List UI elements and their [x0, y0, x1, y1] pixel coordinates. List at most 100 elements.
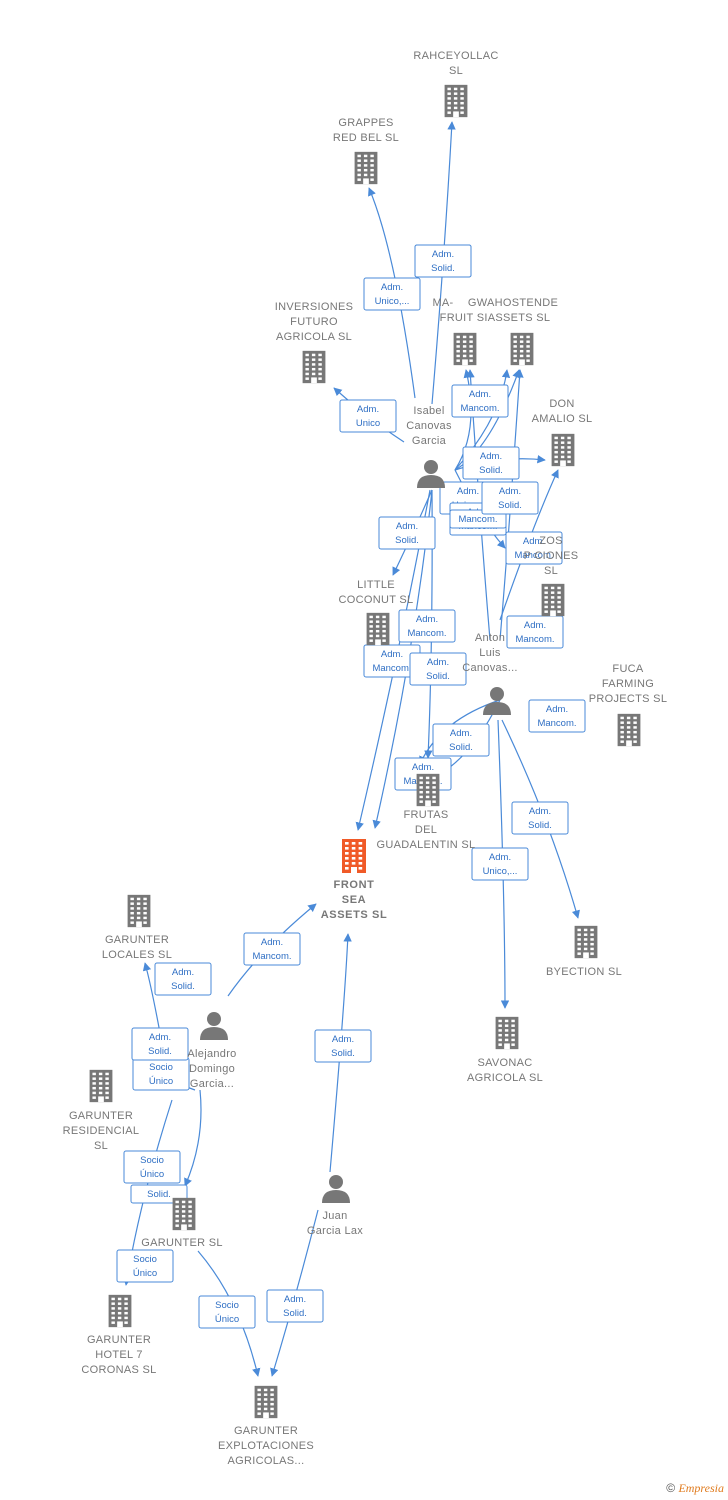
building-window: [270, 1388, 274, 1392]
building-window: [462, 345, 467, 348]
edge-label-box: [432, 723, 490, 757]
building-window: [363, 154, 368, 158]
building-window: [357, 168, 361, 172]
building-window: [462, 349, 467, 353]
edge-label-text: Solid.: [528, 820, 552, 831]
building-window: [504, 1019, 509, 1023]
building-door: [519, 359, 525, 366]
node-label: GWAHOSTENDE: [468, 297, 558, 309]
edge-label-text: Adm.: [284, 1294, 306, 1305]
building-door: [117, 1321, 123, 1328]
building-window: [136, 897, 141, 901]
edge-label-box: [481, 481, 539, 515]
building-window: [590, 933, 594, 936]
person-body: [200, 1027, 228, 1040]
node-ma[interactable]: MA-: [432, 297, 477, 366]
node-label: PROJECTS SL: [589, 693, 668, 705]
node-label: HOTEL 7: [95, 1349, 143, 1361]
building-window: [633, 716, 637, 720]
building-window: [460, 97, 464, 100]
edge-label-box: [528, 699, 586, 733]
building-window: [626, 730, 631, 734]
building-window: [456, 354, 460, 358]
node-garunter_sl[interactable]: GARUNTER SL: [141, 1197, 223, 1249]
node-byection[interactable]: BYECTION SL: [546, 925, 622, 978]
building-window: [456, 359, 460, 362]
building-window: [567, 441, 571, 444]
edge-label-text: Mancom.: [458, 514, 497, 525]
building-window: [345, 852, 349, 855]
building-window: [117, 1311, 122, 1315]
building-window: [519, 354, 524, 358]
building-window: [363, 159, 368, 162]
edge-label-text: Adm.: [523, 536, 545, 547]
building-window: [130, 902, 134, 905]
edge-label-text: Adm.: [261, 937, 283, 948]
building-window: [583, 933, 588, 936]
node-garunter_explot[interactable]: GARUNTEREXPLOTACIONESAGRICOLAS...: [218, 1385, 314, 1467]
building-window: [143, 897, 147, 901]
node-label: ZOS: [539, 535, 563, 547]
person-body: [322, 1190, 350, 1203]
edge-label-text: Mancom.: [515, 634, 554, 645]
edge-label-text: Único: [133, 1268, 157, 1279]
building-window: [270, 1412, 274, 1415]
edge-arrow: [497, 719, 510, 1009]
node-label: Alejandro: [187, 1048, 236, 1060]
building-window: [462, 335, 467, 339]
building-window: [504, 1024, 509, 1027]
building-window: [526, 349, 530, 353]
node-label: Juan: [322, 1210, 347, 1222]
edge-label: Adm. Mancom.: [243, 932, 301, 966]
building-window: [188, 1214, 192, 1218]
brand-logo[interactable]: Empresia: [678, 1481, 724, 1495]
building-window: [526, 354, 530, 358]
building-window: [513, 340, 517, 343]
node-label: EXPLOTACIONES: [218, 1440, 314, 1452]
edge-label-text: Mancom.: [252, 951, 291, 962]
node-label: ASSETS SL: [321, 909, 388, 921]
building-window: [504, 1029, 509, 1032]
edge-label-box: [471, 847, 529, 881]
building-window: [181, 1219, 186, 1223]
building-window: [92, 1091, 96, 1095]
edge-label-box: [123, 1150, 181, 1184]
edge-label-text: Adm.: [546, 704, 568, 715]
node-antonio[interactable]: AntonLuisCanovas...: [462, 632, 518, 715]
edge-label-text: Solid.: [426, 671, 450, 682]
building-window: [504, 1038, 509, 1042]
building-window: [519, 340, 524, 343]
building-window: [456, 340, 460, 343]
building-window: [577, 933, 581, 936]
building-window: [419, 795, 423, 799]
building-window: [105, 1086, 109, 1090]
edge-label-text: Solid.: [283, 1308, 307, 1319]
building-window: [311, 372, 316, 376]
building-window: [311, 353, 316, 357]
building-door: [351, 867, 357, 873]
building-window: [382, 639, 386, 642]
node-alejandro[interactable]: AlejandroDomingoGarcia...: [187, 1012, 236, 1090]
building-door: [504, 1043, 510, 1050]
edge-label: Adm.Solid.: [378, 516, 436, 550]
building-window: [633, 721, 637, 724]
building-window: [550, 605, 555, 609]
edge-label-text: Solid.: [395, 535, 419, 546]
